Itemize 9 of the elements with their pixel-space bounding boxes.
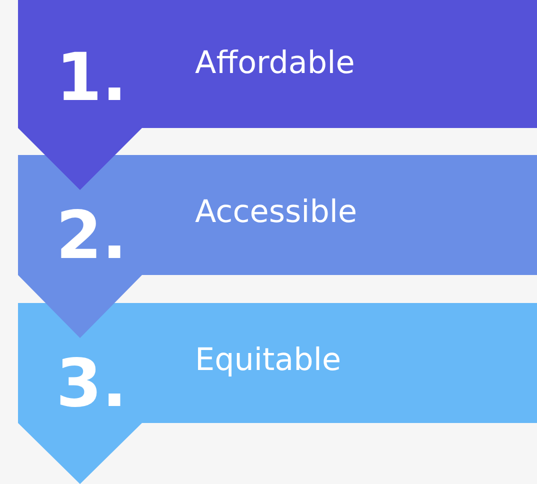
step-number: 3. xyxy=(56,351,127,417)
chevron-band xyxy=(18,155,537,338)
step-label: Affordable xyxy=(195,48,355,79)
step-number: 2. xyxy=(56,203,127,269)
chevron-band xyxy=(18,303,537,484)
step-number: 1. xyxy=(56,45,127,111)
chevron-band xyxy=(18,0,537,190)
step-label: Equitable xyxy=(195,345,342,376)
step-label: Accessible xyxy=(195,197,358,228)
